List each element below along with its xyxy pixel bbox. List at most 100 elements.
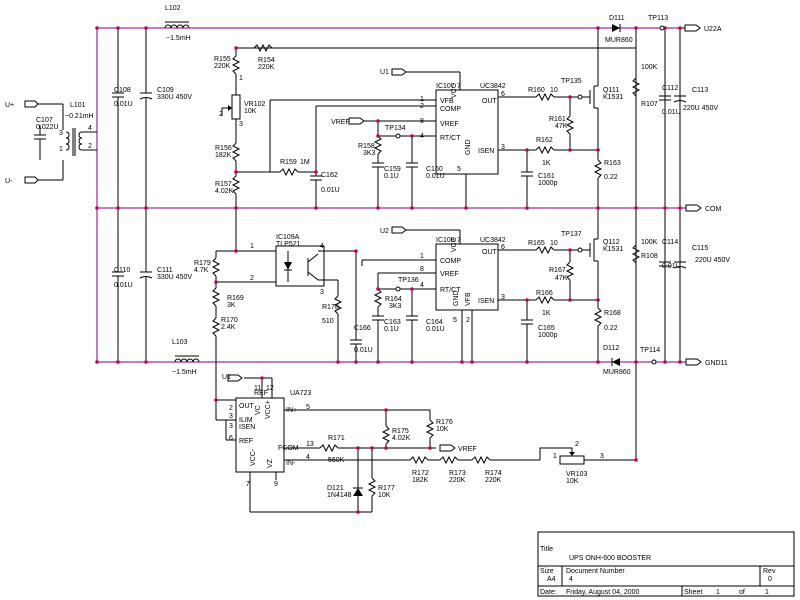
ic110-block: OUT ILIM ISEN REF VC VCC+ IN+ FCOM IN- V… (215, 374, 540, 513)
c165-value: 1000p (538, 332, 558, 339)
ic108-rtct: RT/CT (440, 287, 461, 294)
c164-value: 0.01U (426, 326, 445, 333)
c112-value: 0.01U (662, 109, 681, 116)
inductor-l102: L102 ~1.5mH (164, 5, 191, 42)
r163-ref: R163 (604, 160, 621, 167)
q111-ref: Q111 (603, 87, 619, 94)
top-switch: R160 10 R161 47K R162 1K C161 1000p TP13… (498, 28, 623, 208)
r154-ref: R154 (258, 57, 275, 64)
r162-ref: R162 (536, 137, 553, 144)
title-block: Title UPS ONH-600 BOOSTER Size A4 Docume… (537, 531, 795, 597)
d112-ref: D112 (603, 345, 619, 352)
svg-text:3: 3 (501, 294, 505, 301)
ic108-part: UC3842 (480, 237, 506, 244)
c108-value: 0.01U (114, 101, 133, 108)
r160-ref: R160 (528, 87, 545, 94)
c166-ref: C166 (354, 325, 371, 332)
ic110-vccm: VCC- (250, 448, 257, 466)
c107-ref: C107 (36, 117, 53, 124)
ic110-out: OUT (239, 403, 255, 410)
svg-text:4: 4 (320, 243, 324, 250)
c109-value: 330U 450V (157, 94, 192, 101)
c110-value: 0.01U (114, 282, 133, 289)
c107-value: 0.022U (36, 124, 59, 131)
svg-text:3: 3 (229, 423, 233, 430)
r178-value: 510 (322, 318, 334, 325)
r177-ref: R177 (378, 485, 395, 492)
ic107-rtct: RT/CT (440, 135, 461, 142)
c163-ref: C163 (384, 319, 401, 326)
c111-value: 330U 450V (157, 274, 192, 281)
r173-value: 220K (449, 477, 466, 484)
r174-value: 220K (485, 477, 502, 484)
r178-ref: R178 (322, 304, 339, 311)
r175-ref: R175 (392, 428, 409, 435)
d111-ref: D111 (609, 15, 625, 22)
r169-ref: R169 (227, 295, 244, 302)
ic110-vref-label: VREF (458, 446, 477, 453)
svg-text:3: 3 (239, 121, 243, 128)
r155-ref: R155 (214, 56, 231, 63)
title-label: Title (540, 546, 553, 553)
date-value: Friday, August 04, 2000 (566, 589, 640, 596)
svg-text:7: 7 (457, 237, 461, 244)
q112-ref: Q112 (603, 239, 620, 246)
l101-ref: L101 (70, 102, 86, 109)
svg-text:1: 1 (420, 253, 424, 260)
c113-ref: C113 (692, 87, 708, 94)
ic110-vccp: VCC+ (265, 400, 272, 419)
svg-text:5: 5 (453, 317, 457, 324)
ic108-vref: VREF (440, 271, 459, 278)
tp137-label: TP137 (561, 231, 582, 238)
r166-ref: R166 (536, 290, 553, 297)
d121-value: 1N4148 (327, 492, 352, 499)
top-channel-feedback: R155 220K R154 220K VR102 10K R156 182K … (214, 43, 636, 208)
top-u1-label: U1 (380, 69, 389, 76)
r158-value: 3K3 (363, 150, 376, 157)
sheet-value: 1 (716, 589, 720, 596)
r107-ref: R107 (641, 101, 658, 108)
r159-value: 1M (300, 159, 310, 166)
svg-text:3: 3 (229, 413, 233, 420)
r161-ref: R161 (549, 116, 566, 123)
l102-value: ~1.5mH (166, 35, 191, 42)
svg-text:2: 2 (219, 111, 223, 118)
r157-ref: R157 (215, 181, 232, 188)
svg-text:2: 2 (229, 405, 233, 412)
c160-value: 0.01U (426, 173, 445, 180)
bulk-capacitors: C108 0.01U C109 330U 450V C110 0.01U C11… (112, 28, 192, 362)
ic108-out: OUT (482, 249, 498, 256)
tp113-label: TP113 (648, 15, 668, 22)
ic108-block: 184 VCC COMP VREF RT/CT OUT ISEN GND VFB… (361, 226, 506, 362)
u-minus-port (24, 176, 39, 184)
u-plus-port (24, 100, 39, 108)
r162-value: 1K (542, 160, 551, 167)
bottom-u2-label: U2 (380, 228, 389, 235)
r169-value: 3K (227, 302, 236, 309)
r156-ref: R156 (215, 145, 232, 152)
r160-value: 10 (550, 87, 558, 94)
of-label: of (739, 589, 745, 596)
ic109-ref: IC109A (276, 234, 300, 241)
r107-value: 100K (641, 64, 658, 71)
r164-ref: R164 (385, 296, 402, 303)
ic110-vc: VC (255, 405, 262, 415)
q111-value: K1531 (603, 94, 623, 101)
ic107-part: UC3842 (480, 83, 506, 90)
c110-ref: C110 (114, 267, 130, 274)
svg-text:2: 2 (250, 275, 254, 282)
l102-ref: L102 (165, 5, 181, 12)
rev-label: Rev (763, 568, 776, 575)
ic110-inm: IN- (286, 460, 296, 467)
size-value: A4 (547, 576, 556, 583)
vr103-trim: 123 VR103 10K (539, 362, 637, 485)
uminus-label: U- (5, 178, 13, 185)
svg-text:13: 13 (306, 441, 314, 448)
r108-ref: R108 (641, 253, 658, 260)
c108-ref: C108 (114, 87, 131, 94)
c165-ref: C165 (538, 325, 555, 332)
bottom-switch: R165 10 R167 47K R166 1K C165 1000p TP13… (498, 208, 623, 362)
svg-text:2: 2 (466, 317, 470, 324)
r173-ref: R173 (449, 470, 466, 477)
